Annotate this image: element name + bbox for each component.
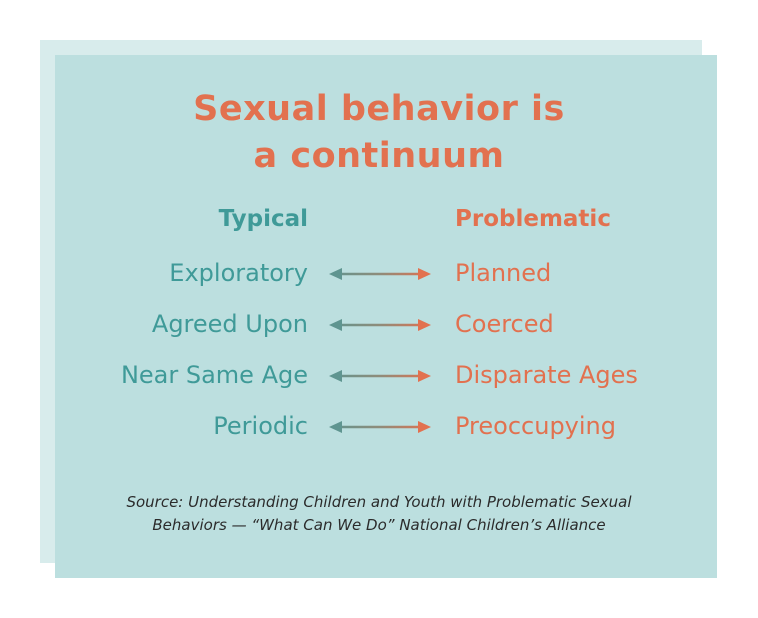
info-card bbox=[55, 55, 717, 578]
row-1-typical: Exploratory bbox=[169, 259, 308, 287]
page-title: Sexual behavior is a continuum bbox=[0, 86, 758, 180]
title-line-1: Sexual behavior is bbox=[193, 89, 565, 129]
double-headed-arrow-icon bbox=[329, 319, 431, 331]
row-3-problematic: Disparate Ages bbox=[455, 361, 638, 389]
row-2-typical: Agreed Upon bbox=[151, 310, 308, 338]
column-header-problematic: Problematic bbox=[455, 206, 611, 232]
source-citation: Source: Understanding Children and Youth… bbox=[0, 491, 758, 537]
double-headed-arrow-icon bbox=[329, 370, 431, 382]
row-4-typical: Periodic bbox=[213, 412, 308, 440]
source-line-1: Source: Understanding Children and Youth… bbox=[126, 493, 632, 511]
double-headed-arrow-icon bbox=[329, 268, 431, 280]
row-3-typical: Near Same Age bbox=[120, 361, 308, 389]
row-1-problematic: Planned bbox=[455, 259, 552, 287]
double-headed-arrow-icon bbox=[329, 421, 431, 433]
row-2-problematic: Coerced bbox=[455, 310, 554, 338]
source-line-2: Behaviors — “What Can We Do” National Ch… bbox=[152, 516, 606, 534]
column-header-typical: Typical bbox=[218, 206, 308, 232]
row-4-problematic: Preoccupying bbox=[455, 412, 616, 440]
title-line-2: a continuum bbox=[253, 136, 505, 176]
